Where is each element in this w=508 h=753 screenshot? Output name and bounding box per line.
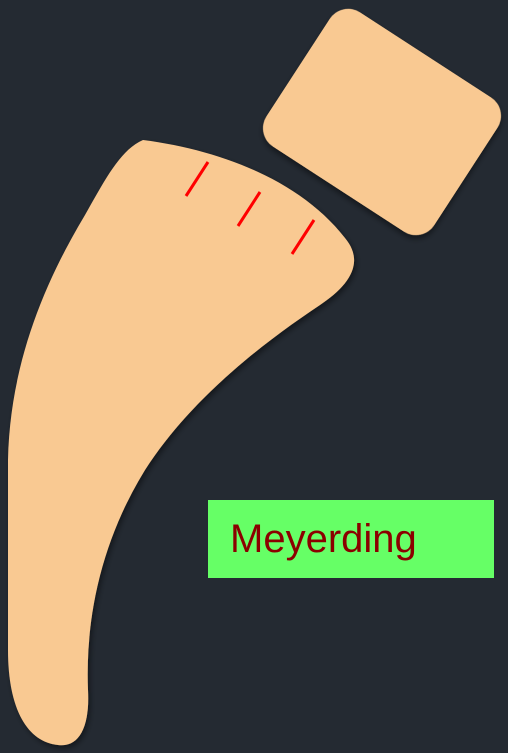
classification-label: Meyerding (208, 500, 494, 578)
sacrum-curved (8, 140, 354, 745)
classification-label-text: Meyerding (230, 519, 417, 559)
